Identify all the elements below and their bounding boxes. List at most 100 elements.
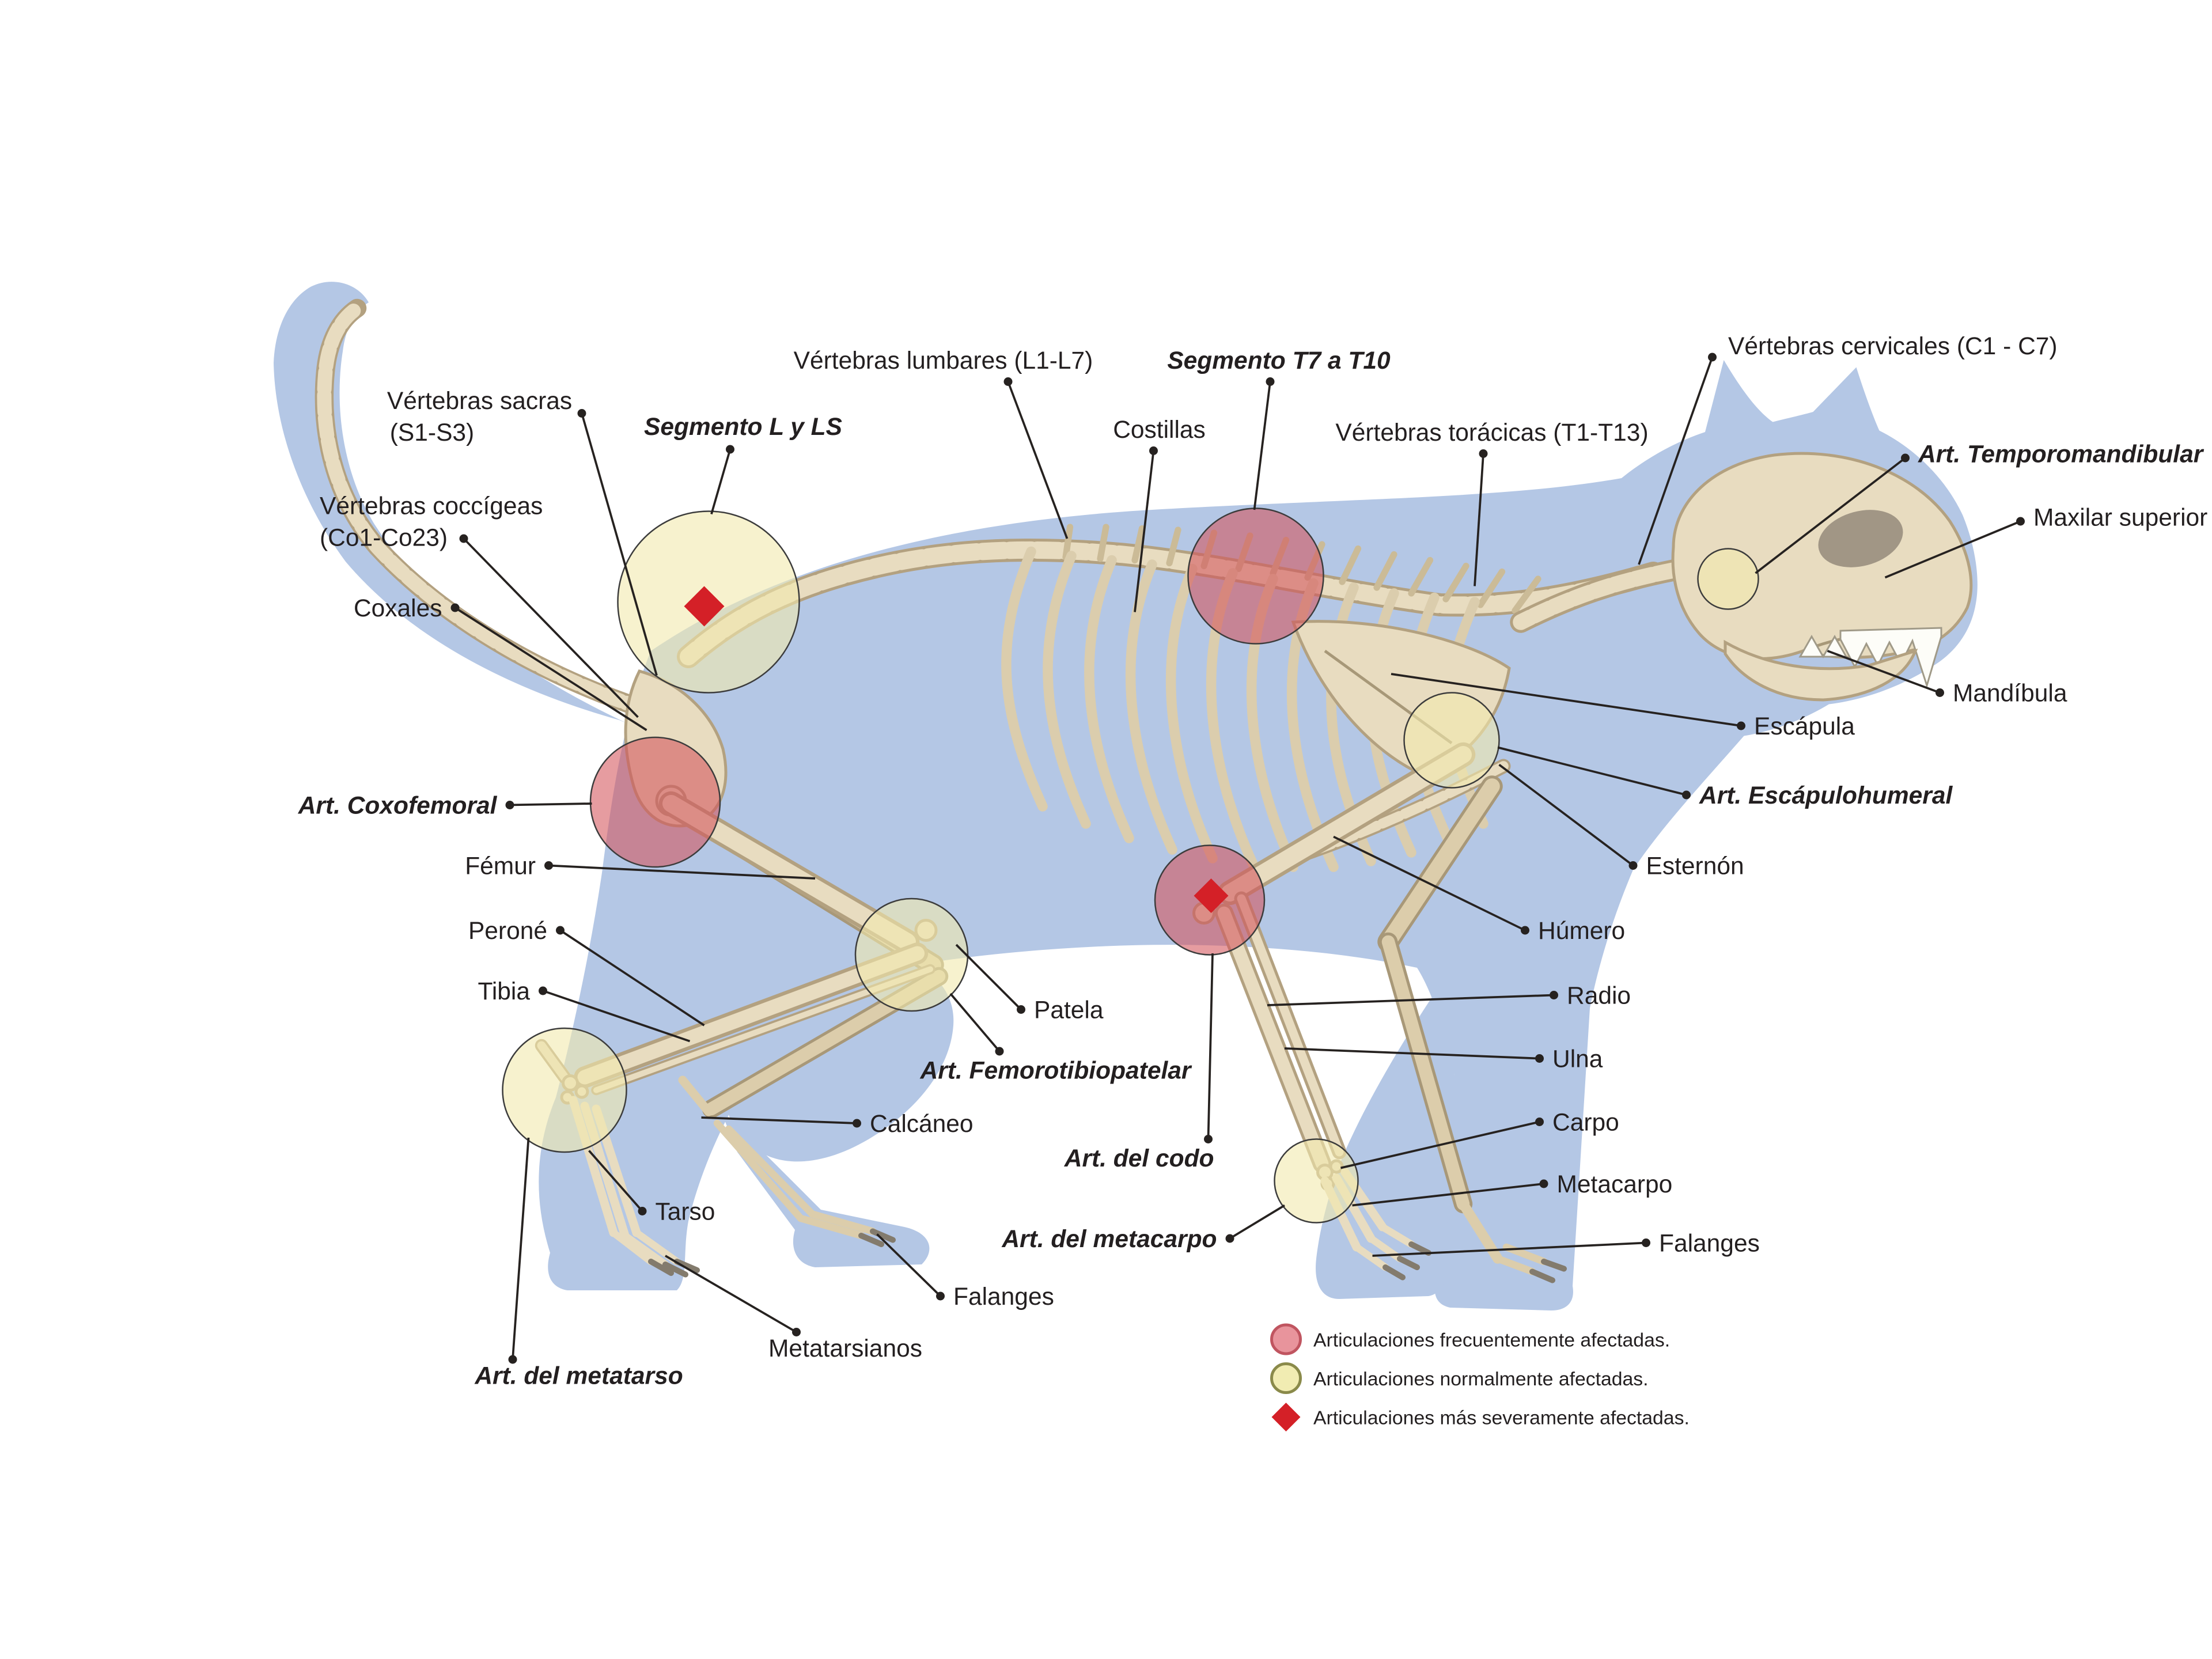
far-hind-claw [858,1228,896,1247]
label-segmento-t7-t10: Segmento T7 a T10 [1167,347,1391,374]
label-vertebras-lumbares: Vértebras lumbares (L1-L7) [794,347,1093,374]
leader-line [559,929,705,1027]
leader-line [665,1255,797,1334]
leader-line [542,990,691,1043]
leader-dot [505,801,514,809]
leader-dot [1149,446,1158,455]
rib [1084,555,1134,843]
label-escapula: Escápula [1754,713,1855,740]
leader-dot [1737,721,1745,730]
zone-segmento-t7-t10 [1187,507,1324,645]
label-art-escapulohumeral: Art. Escápulohumeral [1699,782,1953,809]
leader-line [454,607,647,732]
label-patela: Patela [1034,997,1104,1024]
leader-line [1134,450,1155,612]
legend-severamente-text: Articulaciones más severamente afectadas… [1313,1407,1690,1429]
label-ulna: Ulna [1552,1046,1603,1073]
leader-line [1207,953,1214,1139]
label-vertebras-coccigeas-2: (Co1-Co23) [320,525,448,552]
leader-dot [853,1119,861,1128]
ulna-bone [1237,894,1344,1157]
label-art-coxofemoral: Art. Coxofemoral [298,793,498,820]
spine [680,541,1662,665]
affected-zones [502,507,1759,1224]
fore-claw [1382,1241,1431,1281]
cat-far-hindfoot-shape [720,1109,930,1267]
leader-dot [1901,453,1910,463]
radius-bone [1217,906,1329,1171]
label-radio: Radio [1567,983,1631,1010]
label-coxales: Coxales [354,595,442,622]
leader-line [1284,1047,1540,1060]
leader-line [1827,650,1941,694]
label-art-femorotibiopatelar: Art. Femorotibiopatelar [920,1058,1192,1085]
cat-body-shape [539,360,1978,1310]
label-perone: Peroné [468,918,547,945]
leader-line [701,1116,857,1124]
label-carpo: Carpo [1552,1109,1619,1137]
hind-claw [648,1259,700,1278]
cervical-vertebrae [1513,562,1681,630]
fore-phalange [1378,1223,1415,1248]
leader-dot [1003,377,1013,386]
leader-dot [1479,449,1488,458]
mandible-bone [1724,639,1918,702]
leader-line [1755,457,1906,574]
label-segmento-l-ls: Segmento L y LS [644,414,842,441]
far-hind-phalange [797,1214,865,1240]
leader-line [1638,357,1714,565]
severity-diamond-lumbar [684,586,725,627]
label-femur: Fémur [465,853,536,880]
leader-dot [1225,1234,1234,1243]
tail-vertebrae [317,301,650,716]
leader-dot [544,861,553,870]
far-forepaw-toe [1494,1255,1536,1275]
leader-dot [450,603,460,612]
zone-art-escapulohumeral [1403,692,1500,789]
leader-dot [1936,688,1944,697]
label-vertebras-cervicales: Vértebras cervicales (C1 - C7) [1728,333,2058,360]
leader-line [1007,381,1069,539]
label-falanges-traseras: Falanges [953,1283,1054,1310]
far-humerus [1380,778,1500,950]
severity-diamond-codo [1194,878,1229,913]
label-metatarsianos: Metatarsianos [768,1335,922,1362]
leader-line [1229,1204,1285,1240]
label-esternon: Esternón [1646,853,1744,880]
leader-line [1333,835,1526,931]
leader-dot [1550,991,1558,999]
leader-line [1474,453,1484,586]
leader-line [1253,381,1271,510]
leader-dot [1521,926,1529,935]
rib [1043,551,1091,829]
leader-dot [1708,353,1717,362]
leader-line [1497,746,1687,796]
hind-phalange [632,1229,681,1266]
label-humero: Húmero [1538,918,1625,945]
leader-line [710,449,732,515]
leader-dot [1266,377,1275,386]
label-vertebras-toracicas: Vértebras torácicas (T1-T13) [1335,419,1648,446]
leader-line [581,412,658,676]
zone-art-coxofemoral [589,736,721,868]
leader-line [1884,520,2021,579]
label-vertebras-coccigeas: Vértebras coccígeas [320,493,543,520]
far-metatarsal [713,1119,805,1222]
leader-dot [638,1207,647,1215]
rib [1001,546,1048,812]
label-costillas: Costillas [1113,416,1206,444]
label-mandibula: Mandíbula [1953,680,2067,707]
leader-line [463,537,639,718]
leader-dot [539,986,547,995]
leader-line [1267,994,1554,1006]
leader-line [512,1137,530,1360]
label-art-del-metatarso: Art. del metatarso [474,1363,683,1390]
label-art-del-metacarpo: Art. del metacarpo [1001,1226,1217,1253]
label-tarso: Tarso [656,1199,715,1226]
hind-phalange [621,1232,669,1268]
leader-line [1340,1120,1540,1169]
far-metatarsal [725,1125,816,1218]
leader-dot [1539,1179,1548,1188]
leader-dot [1017,1005,1025,1014]
